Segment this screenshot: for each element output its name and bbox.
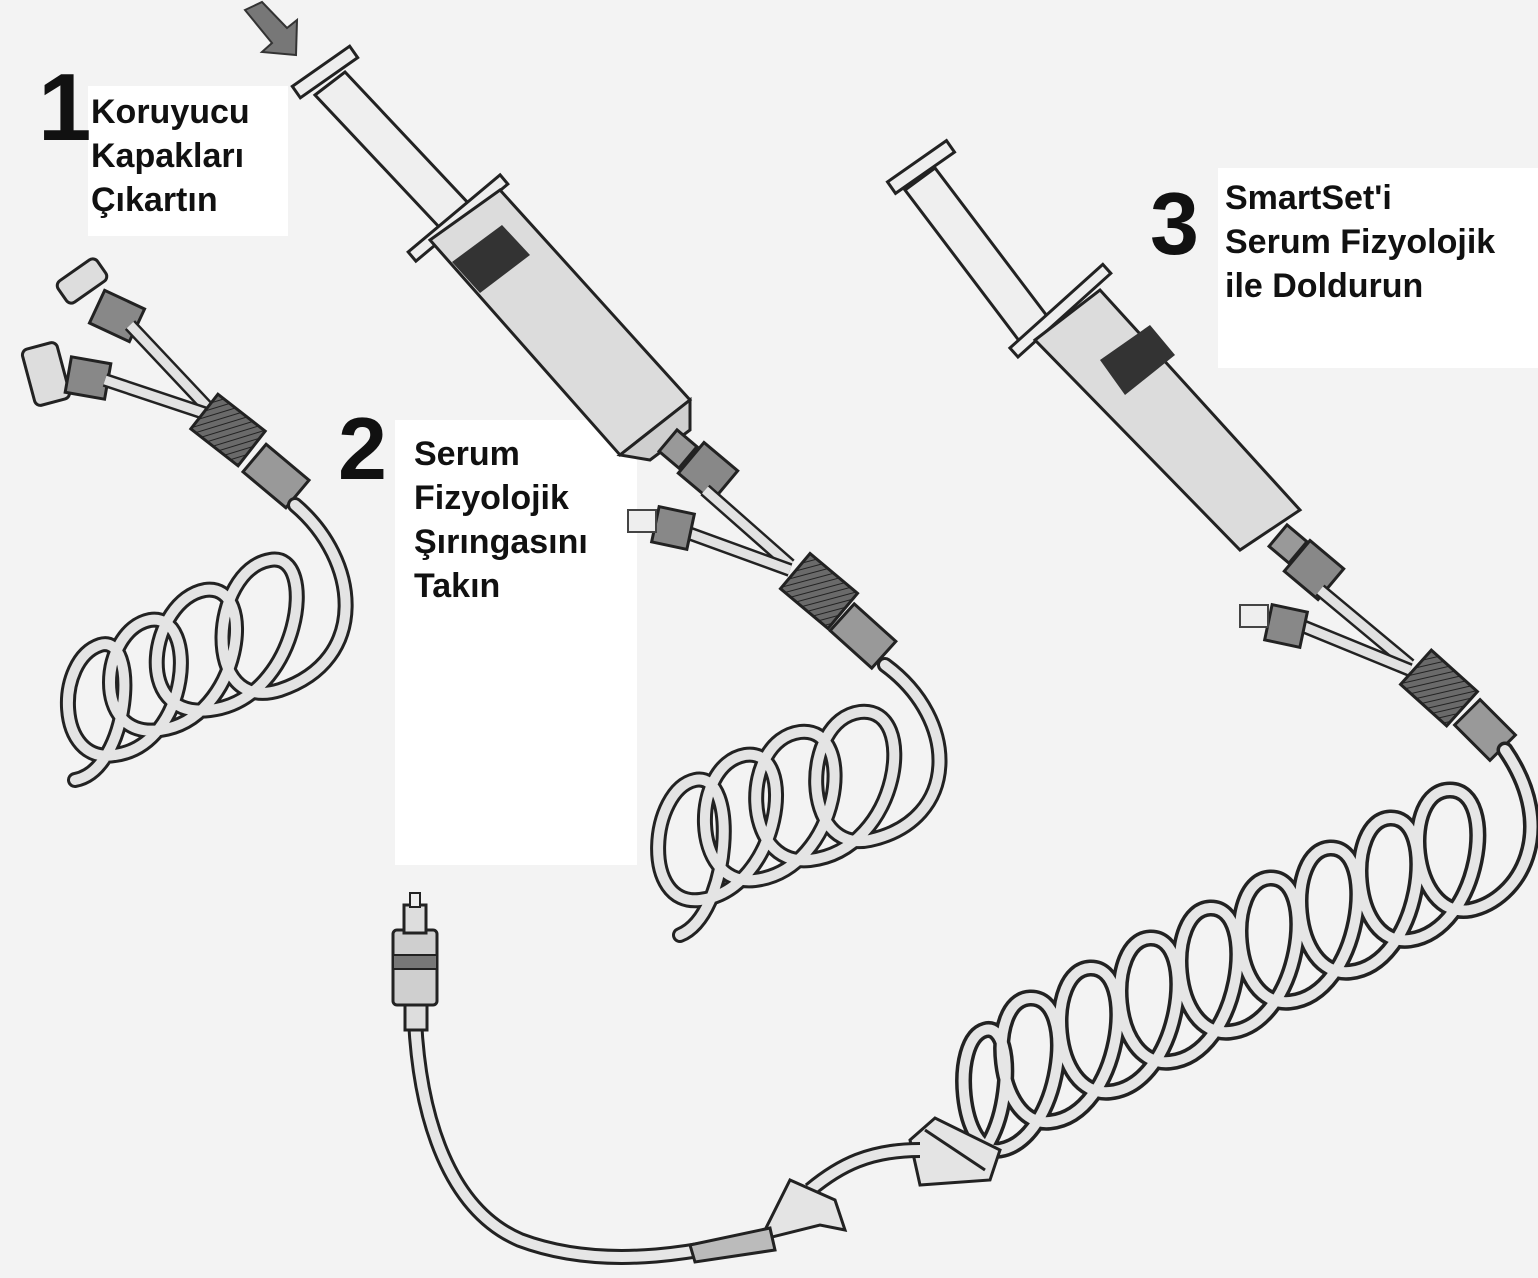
- step-1-line-2: Kapakları: [91, 134, 250, 178]
- step-2-line-3: Şırıngasını: [414, 520, 588, 564]
- step-1-line-3: Çıkartın: [91, 178, 250, 222]
- step2-syringe-icon: [292, 46, 939, 935]
- step-2-line-4: Takın: [414, 564, 588, 608]
- step-3-number: 3: [1150, 180, 1199, 268]
- coiled-tubing-icon: [960, 750, 1531, 1165]
- step1-tubing-icon: [21, 257, 346, 780]
- extension-tubing-icon: [415, 1020, 920, 1262]
- step-3-line-2: Serum Fizyolojik: [1225, 220, 1495, 264]
- step-2-label: Serum Fizyolojik Şırıngasını Takın: [414, 432, 588, 608]
- step-3-line-1: SmartSet'i: [1225, 176, 1495, 220]
- step-2-number: 2: [338, 405, 387, 493]
- arrow-icon: [245, 2, 297, 55]
- connector-icon: [393, 893, 437, 1030]
- step-3-label: SmartSet'i Serum Fizyolojik ile Doldurun: [1225, 176, 1495, 308]
- step-2-line-2: Fizyolojik: [414, 476, 588, 520]
- step-1-line-1: Koruyucu: [91, 90, 250, 134]
- step-1-label: Koruyucu Kapakları Çıkartın: [91, 90, 250, 222]
- step-1-number: 1: [38, 60, 91, 156]
- step-2-line-1: Serum: [414, 432, 588, 476]
- step-3-line-3: ile Doldurun: [1225, 264, 1495, 308]
